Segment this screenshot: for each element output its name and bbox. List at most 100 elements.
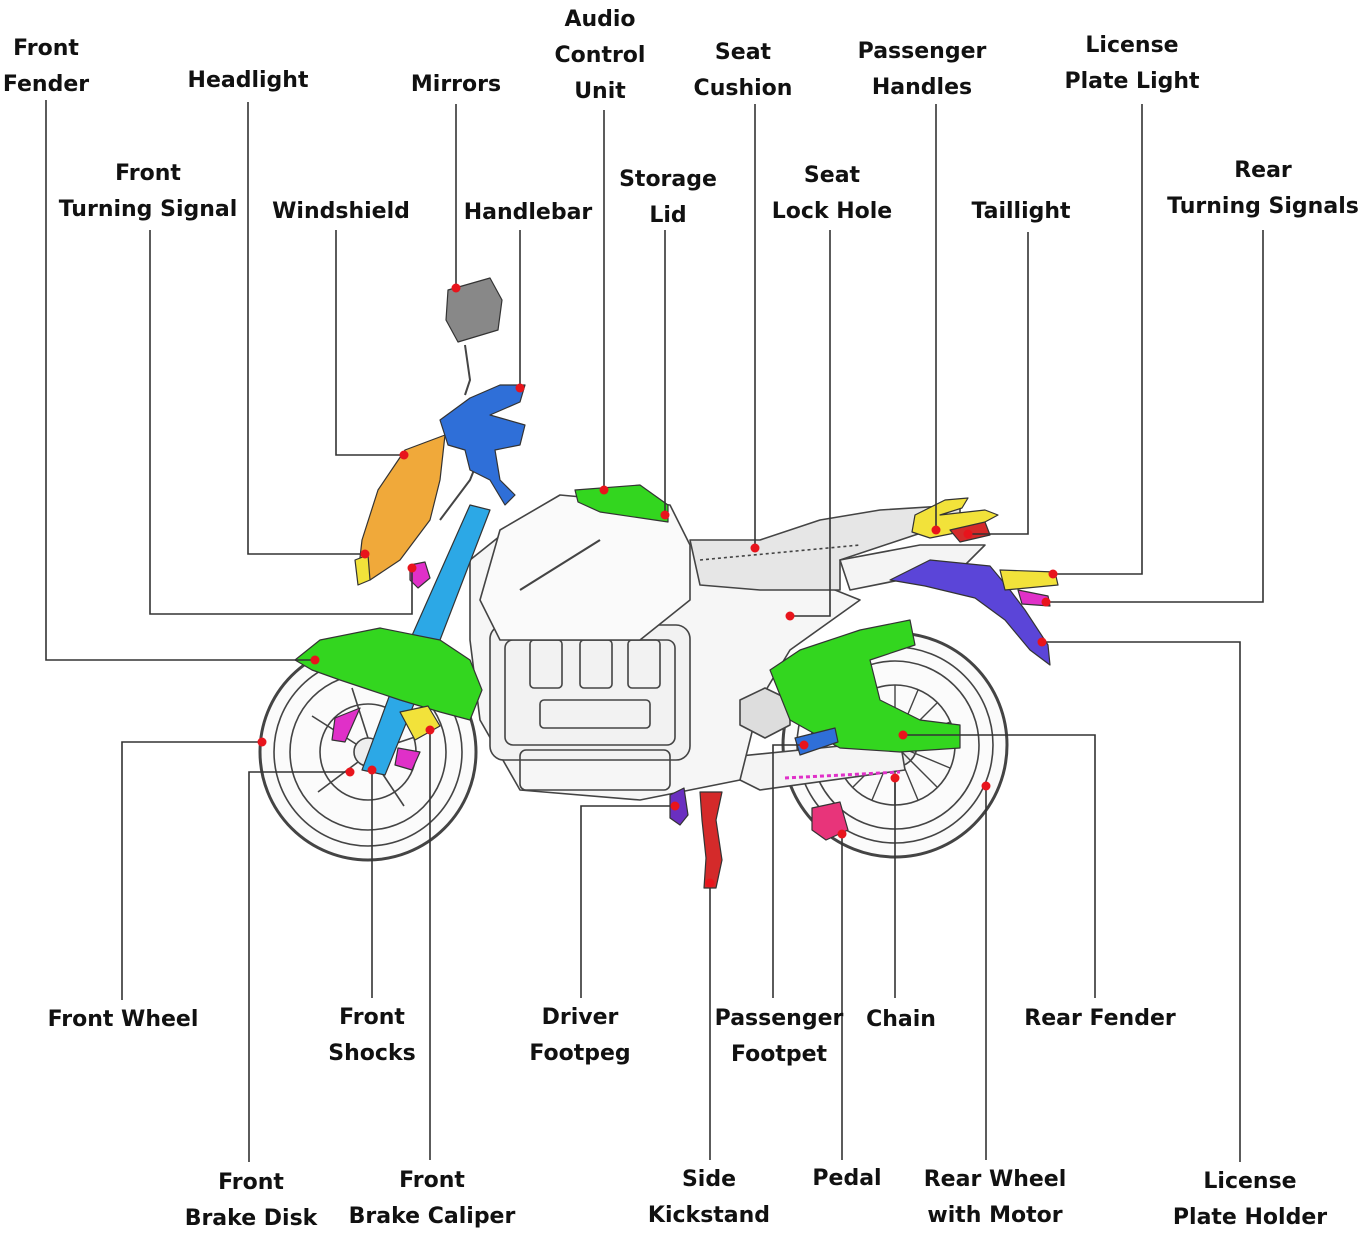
front-turning-signal-label-line: Turning Signal [58,197,238,222]
storage-lid-label-line: Lid [649,203,687,228]
headlight-label: Headlight [188,63,309,99]
audio-control-unit-callout-dot [599,485,609,495]
rear-wheel-with-motor-callout-dot [981,781,991,791]
license-light-shape [999,569,1059,591]
front-fender-callout-dot [310,655,320,665]
pedal-label: Pedal [812,1161,881,1197]
passenger-handles-label-line: Handles [871,75,973,100]
seat-cushion-callout-dot [750,543,760,553]
front-turning-signal-callout-dot [407,563,417,573]
mirrors-label: Mirrors [411,67,501,103]
front-shocks-label-line: Shocks [328,1041,416,1066]
passenger-handles-label-line: Passenger [857,39,987,64]
driver-footpeg-leader-line [580,805,675,998]
rear-fender-label: Rear Fender [1024,1001,1175,1037]
side-kickstand-label-line: Kickstand [647,1203,771,1228]
rear-fender-callout-dot [898,730,908,740]
taillight-callout-dot [963,529,973,539]
front-wheel-leader-line [121,741,262,1000]
passenger-handles-callout-dot [931,525,941,535]
passenger-footpet-callout-dot [799,740,809,750]
driver-footpeg-callout-dot [670,801,680,811]
leader-lines [45,100,1264,1162]
front-turning-signal-leader-line [149,230,413,615]
handlebar-label-line: Handlebar [463,200,593,225]
handlebar-shape [439,384,526,506]
front-brake-disk-label-line: Brake Disk [184,1206,318,1231]
front-fender-label-line: Front [13,36,79,61]
license-plate-light-leader-line [1053,104,1143,575]
seat-lock-hole-label-line: Seat [803,163,861,188]
brake-disk-lower-shape [394,747,421,771]
front-fender-leader-line [45,100,315,661]
pedal-label-line: Pedal [812,1166,882,1191]
chain-callout-dot [890,773,900,783]
taillight-label-line: Taillight [971,199,1071,224]
rear-turning-signals-leader-line [1046,230,1264,603]
pedal-shape [811,801,849,841]
front-shocks-label-line: Front [339,1005,405,1030]
mirror-shape [445,277,503,343]
front-wheel-label: Front Wheel [48,1002,199,1038]
handlebar-callout-dot [515,383,525,393]
storage-lid-shape [574,484,669,523]
seat-cushion-label-line: Seat [714,40,772,65]
license-plate-light-label-line: License [1085,33,1179,58]
front-brake-caliper-label-line: Brake Caliper [348,1204,516,1229]
front-brake-caliper-label-line: Front [399,1168,465,1193]
headlight-leader-line [247,102,365,555]
rear-turning-signals-label-line: Turning Signals [1167,194,1359,219]
kickstand-shape [699,791,723,889]
taillight-label: Taillight [971,194,1070,230]
front-wheel-label-line: Front Wheel [47,1007,199,1032]
front-turning-signal-label-line: Front [115,161,181,186]
passenger-footpet-leader-line [772,744,804,998]
front-fender-shape [294,627,483,721]
motorcycle [258,344,1009,862]
mirrors-callout-dot [451,283,461,293]
front-fender-label-line: Fender [2,72,90,97]
audio-control-unit-label-line: Control [554,43,646,68]
highlighted-parts [294,277,1059,889]
windshield-label: Windshield [272,194,410,230]
brake-disk-shape [331,707,361,743]
front-shocks-callout-dot [367,765,377,775]
windshield-label-line: Windshield [272,199,410,224]
pedal-callout-dot [837,829,847,839]
license-plate-holder-callout-dot [1037,637,1047,647]
storage-lid-callout-dot [660,510,670,520]
front-wheel-callout-dot [257,737,267,747]
windshield-callout-dot [399,450,409,460]
seat-cushion-label-line: Cushion [693,76,793,101]
headlight-callout-dot [360,549,370,559]
rear-wheel-with-motor-label-line: with Motor [927,1203,1063,1228]
front-brake-disk-label-line: Front [218,1170,284,1195]
chain-label: Chain [866,1002,936,1038]
callout-dots [257,283,1058,888]
windshield-leader-line [335,230,404,456]
headlight-label-line: Headlight [187,68,309,93]
audio-control-unit-label-line: Audio [564,7,636,32]
rear-turning-signals-callout-dot [1041,597,1051,607]
license-plate-holder-label-line: Plate Holder [1172,1205,1328,1230]
seat-lock-hole-callout-dot [785,611,795,621]
front-brake-disk-callout-dot [345,767,355,777]
taillight-leader-line [968,232,1029,535]
seat-lock-hole-leader-line [790,230,831,617]
